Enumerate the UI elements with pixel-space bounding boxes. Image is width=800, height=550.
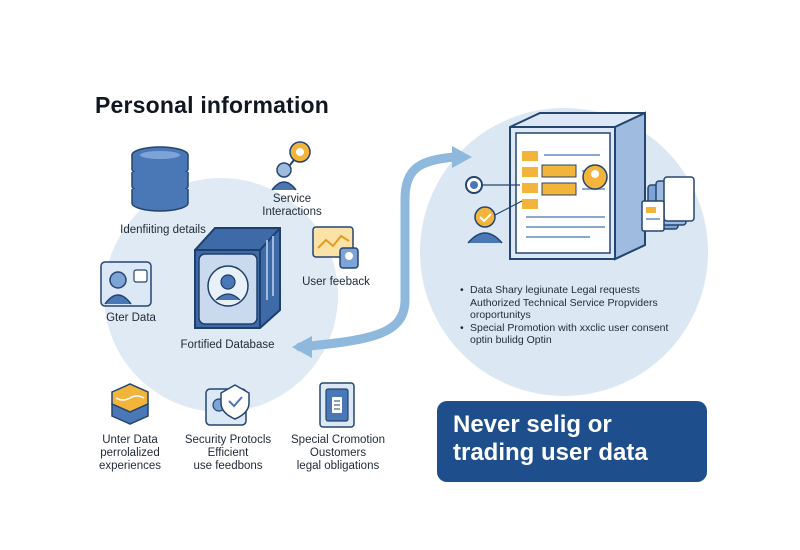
fortified-database-icon	[194, 227, 281, 329]
diagram-title: Personal information	[95, 92, 330, 118]
bottom-item-1: Unter Data perrolalized experiences	[90, 434, 170, 473]
bottom-item-1-line-2: perrolalized	[100, 447, 160, 459]
banner-line-2: trading user data	[453, 439, 648, 466]
bottom-item-1-line-1: Unter Data	[102, 434, 158, 446]
security-badge-icon	[205, 384, 250, 426]
service-interactions-label: Service Interactions	[252, 193, 332, 219]
bottom-item-3: Special Cromotion Oustomers legal obliga…	[283, 434, 393, 473]
list-item: • Data Shary legiunate Legal requests	[460, 284, 710, 297]
bottom-item-3-line-3: legal obligations	[296, 460, 380, 472]
bullet-icon: •	[460, 284, 464, 296]
bullet-1-line-2: Authorized Technical Service Propviders	[470, 296, 658, 309]
service-line-1: Service	[272, 193, 312, 205]
user-feedback-label: User feeback	[302, 276, 370, 288]
list-item: • Special Promotion with xxclic user con…	[460, 322, 710, 335]
database-icon	[131, 146, 189, 212]
contact-card-icon	[100, 261, 152, 307]
bullet-1-line-1: Data Shary legiunate Legal requests	[470, 284, 640, 296]
bullet-2-line-2: optin bulidg Optin	[470, 334, 552, 346]
identifying-details-label: Idenfiiting details	[120, 224, 206, 236]
bottom-item-2-line-1: Security Protocls	[184, 434, 272, 446]
service-line-2: Interactions	[262, 206, 322, 218]
server-illustration	[465, 111, 695, 261]
bottom-item-1-line-3: experiences	[98, 460, 161, 472]
bullet-2-line-1: Special Promotion with xxclic user conse…	[470, 321, 669, 334]
other-data-label: Gter Data	[106, 312, 156, 324]
bottom-item-2: Security Protocls Efficient use feedbons	[178, 434, 278, 473]
layered-data-icon	[111, 383, 149, 425]
data-usage-list: • Data Shary legiunate Legal requests Au…	[460, 284, 710, 347]
person-key-icon	[271, 141, 311, 191]
bottom-item-2-line-3: use feedbons	[193, 460, 263, 472]
bottom-item-3-line-2: Oustomers	[309, 447, 367, 459]
bullet-icon: •	[460, 321, 464, 334]
bottom-item-3-line-1: Special Cromotion	[291, 434, 385, 446]
fortified-database-label: Fortified Database	[180, 339, 275, 351]
bottom-item-2-line-2: Efficient	[207, 447, 249, 459]
banner-line-1: Never selig or	[453, 411, 612, 438]
feedback-chart-icon	[312, 226, 359, 269]
bullet-1-line-3: oroportunitys	[470, 309, 531, 321]
never-sell-banner: Never selig or trading user data	[437, 401, 707, 482]
document-book-icon	[319, 382, 355, 428]
